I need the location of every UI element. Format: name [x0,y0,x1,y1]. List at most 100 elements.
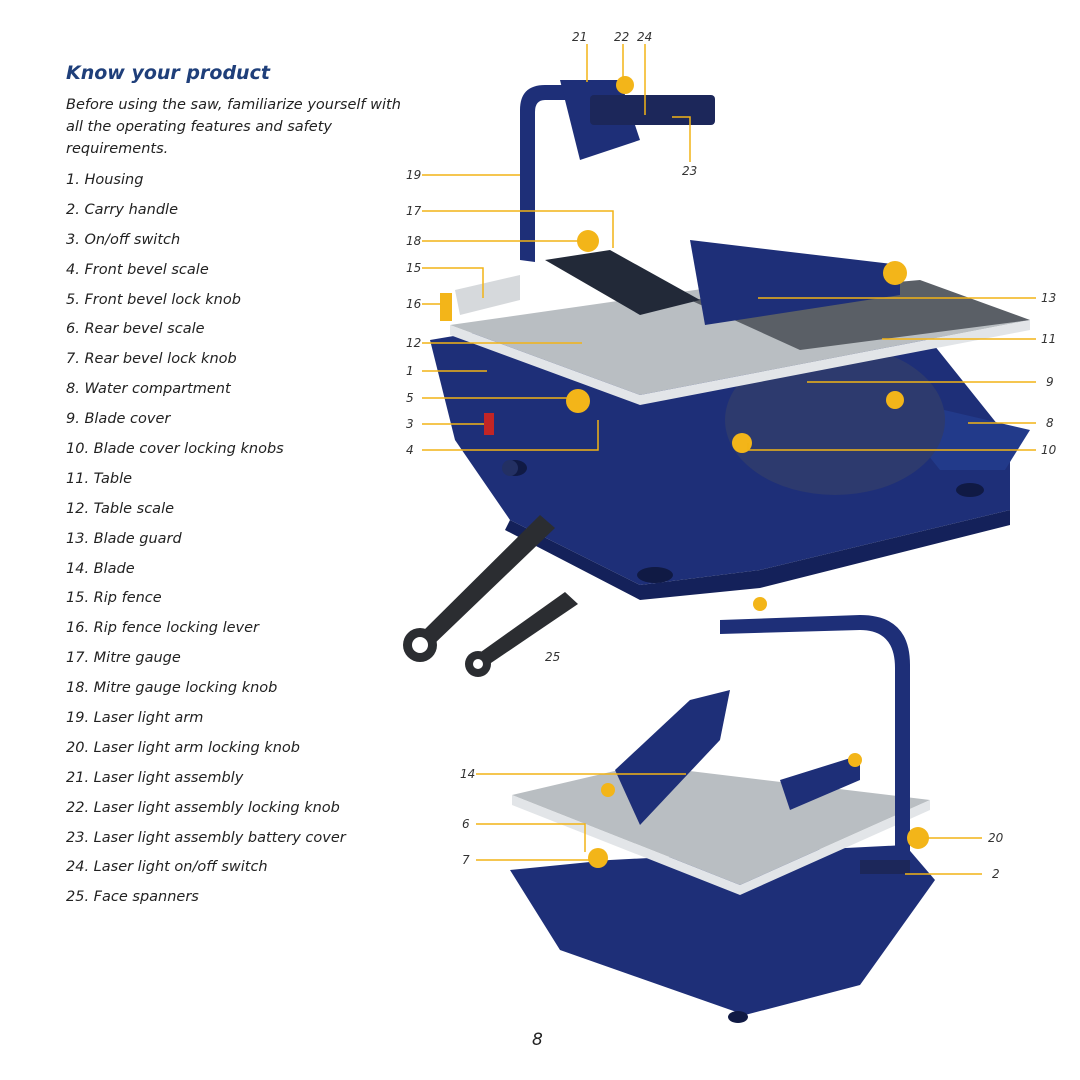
list-item: 10. Blade cover locking knobs [66,438,346,468]
foot [728,1011,748,1023]
callout-line-23 [672,116,691,162]
callout-number: 18 [406,234,422,248]
knob [848,753,862,767]
callout-number: 9 [1046,375,1054,389]
spanner-hole [473,659,483,669]
list-item: 7. Rear bevel lock knob [66,348,346,378]
item-number: 5. [66,291,80,308]
rip-fence-arm [780,755,860,810]
list-item: 5. Front bevel lock knob [66,289,346,319]
callout-number: 16 [406,297,422,311]
list-item: 21. Laser light assembly [66,767,346,797]
top-saw-illustration [430,76,1030,600]
list-item: 24. Laser light on/off switch [66,856,346,886]
item-label: Water compartment [84,381,231,398]
item-number: 11. [66,470,90,487]
on-off-switch [484,413,494,435]
item-label: On/off switch [84,231,181,248]
callout-number: 5 [406,391,414,405]
list-item: 13. Blade guard [66,528,346,558]
list-item: 1. Housing [66,169,346,199]
callout-number: 1 [406,364,414,378]
item-number: 16. [66,620,90,637]
item-label: Blade cover locking knobs [93,441,284,458]
list-item: 16. Rip fence locking lever [66,617,346,647]
list-item: 11. Table [66,468,346,498]
callout-number: 21 [572,30,587,44]
callout-number: 11 [1041,332,1056,346]
laser-light-assembly [590,95,715,125]
callout-number: 6 [462,817,470,831]
mitre-gauge [545,250,700,315]
callout-number: 4 [406,443,414,457]
item-number: 15. [66,590,90,607]
callout-number: 24 [637,30,652,44]
callout-number: 25 [545,650,560,664]
item-label: Laser light arm locking knob [93,739,300,756]
item-label: Laser light arm [93,710,204,727]
rip-fence-lever [440,293,452,321]
laser-light-arm [520,85,575,262]
item-label: Front bevel lock knob [84,291,241,308]
bottom-saw-illustration [510,597,935,1023]
callout-number: 19 [406,168,421,182]
list-item: 3. On/off switch [66,229,346,259]
list-item: 9. Blade cover [66,408,346,438]
item-label: Rip fence [93,590,162,607]
laser-arm-knob [907,827,929,849]
callout-line-15 [422,267,484,298]
item-label: Table scale [93,500,175,517]
carry-handle-knob [502,460,518,476]
list-item: 19. Laser light arm [66,707,346,737]
foot [956,483,984,497]
parts-list: 1. Housing 2. Carry handle 3. On/off swi… [66,169,346,916]
front-bevel-knob [566,389,590,413]
item-number: 23. [66,829,90,846]
callout-line-4 [422,420,599,451]
page-heading: Know your product [66,62,270,84]
callout-number: 2 [992,867,1000,881]
list-item: 8. Water compartment [66,378,346,408]
spanner [420,515,555,646]
spanner [478,592,578,665]
item-label: Rear bevel lock knob [84,351,237,368]
item-number: 3. [66,231,80,248]
item-label: Rear bevel scale [84,321,205,338]
callout-number: 22 [614,30,629,44]
callout-number: 3 [406,417,414,431]
callout-number: 8 [1046,416,1054,430]
item-number: 1. [66,172,80,188]
laser-knob [616,76,634,94]
list-item: 2. Carry handle [66,199,346,229]
item-number: 21. [66,769,90,786]
item-label: Blade cover [84,411,171,428]
item-label: Housing [84,172,144,188]
callout-number: 7 [462,853,470,867]
item-number: 13. [66,530,90,547]
page-number: 8 [532,1030,543,1050]
blade-cover-knob [886,391,904,409]
item-label: Laser light assembly battery cover [93,829,346,846]
item-number: 7. [66,351,80,368]
item-number: 17. [66,650,90,667]
saw-base-shadow [505,510,1010,600]
item-label: Laser light assembly [93,769,244,786]
blade-guard [690,240,900,325]
list-item: 23. Laser light assembly battery cover [66,827,346,857]
item-number: 19. [66,710,90,727]
item-label: Blade [93,560,135,577]
item-number: 24. [66,859,90,876]
list-item: 25. Face spanners [66,886,346,916]
rip-fence [455,275,520,315]
item-number: 18. [66,680,90,697]
item-label: Blade guard [93,530,182,547]
knob [601,783,615,797]
callout-number: 12 [406,336,421,350]
callout-number: 14 [460,767,475,781]
callout-number: 17 [406,204,422,218]
item-label: Laser light assembly locking knob [93,799,340,816]
callout-number: 10 [1041,443,1057,457]
item-label: Face spanners [93,889,199,906]
saw-base [510,845,935,1015]
